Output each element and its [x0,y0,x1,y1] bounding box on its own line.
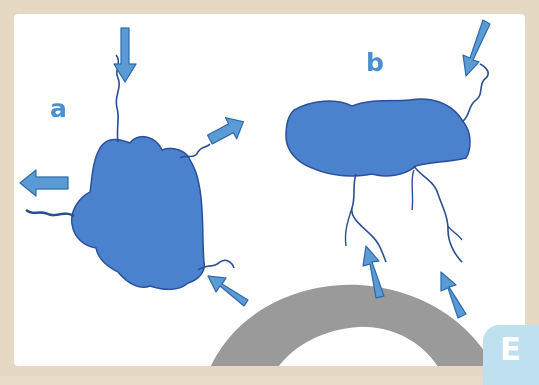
cell-b-body [285,98,471,177]
overlay-arc [205,284,500,366]
cell-b-label: b [366,48,384,77]
cell-b [285,63,489,263]
cell-a-process-right [179,143,211,159]
arrow-down-left-icon [462,19,491,77]
cell-a-body [70,135,206,291]
arrow-up-icon [362,245,385,299]
cell-b-process-top-right [461,63,489,123]
arrow-left-icon [206,117,245,145]
cells-diagram [19,19,500,366]
corner-badge: E [483,325,539,385]
cell-a-process-left [25,208,75,218]
cell-b-process-lower-right-branch-2 [447,225,463,241]
cell-b-process-lower-right [413,165,463,263]
corner-badge-letter: E [500,332,522,368]
cell-b-process-lower-right-branch [411,169,415,211]
arrow-left-outgoing-icon [19,169,69,197]
image-frame: a b E [14,14,539,385]
arrow-up-right-icon [440,271,467,319]
arrow-down-icon [113,27,137,83]
cell-b-process-lower-left [351,173,387,263]
cell-a-label: a [50,94,67,123]
arrow-up-left-icon [207,275,249,307]
cell-a [25,54,235,291]
cell-b-process-lower-left-branch [344,207,353,247]
cell-a-process-bottom-right [197,259,235,271]
